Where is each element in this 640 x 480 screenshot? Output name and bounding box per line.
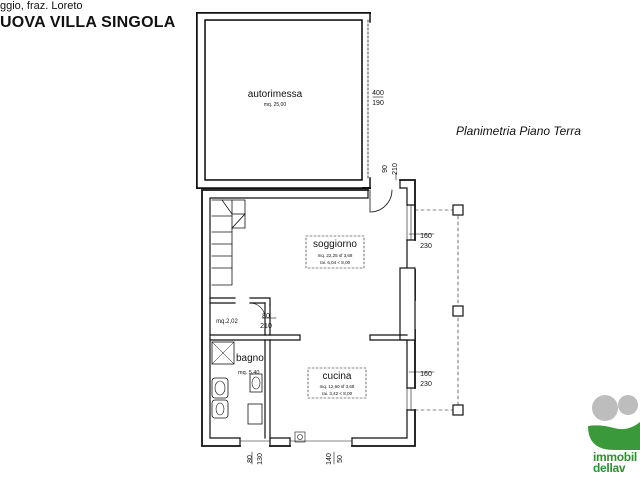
bath-window-height: 130 (257, 453, 264, 465)
pillar-top (452, 204, 464, 216)
kitchen-window-width: 140 (326, 453, 333, 465)
entry-door-height: 210 (392, 163, 399, 175)
bidet (211, 399, 229, 419)
portico (414, 209, 459, 411)
sink-counter (247, 403, 263, 425)
garage-door-height: 190 (372, 100, 384, 107)
window1-height: 230 (420, 243, 432, 250)
autorimessa-label: autorimessa (248, 89, 303, 100)
door-int-height: 210 (260, 323, 272, 330)
cucina-label-box (307, 367, 367, 399)
logo-gray-circle (592, 395, 618, 421)
washbasin (211, 377, 229, 399)
bath-door-swing (249, 302, 266, 319)
bagno-label: bagno (236, 353, 264, 364)
soggiorno-label: soggiorno (313, 239, 357, 250)
disimpegno-area: mq.2,02 (216, 319, 238, 325)
brand-line-2: dellav (593, 461, 626, 475)
logo-green-shape (588, 422, 640, 450)
soggiorno-label-box (305, 235, 365, 269)
shower (211, 341, 235, 365)
garage-outer-wall (196, 12, 371, 189)
garage-door-width: 400 (372, 90, 384, 97)
kitchen-wall (369, 334, 408, 341)
agency-logo (588, 395, 640, 450)
listing-title: UOVA VILLA SINGOLA (0, 14, 176, 31)
bagno-area: mq. 5,40 (238, 370, 259, 376)
wc (249, 373, 263, 393)
house-outer-wall (201, 179, 416, 447)
pillar-mid (452, 305, 464, 317)
partition-walls (209, 297, 271, 306)
location-label: ggio, fraz. Loreto (0, 0, 83, 12)
brand-line-1: immobil (593, 450, 637, 464)
bath-window-width: 80 (247, 455, 254, 463)
soggiorno-area: mq. 22,25 sf 3,68 (318, 253, 353, 258)
house-inner-wall (209, 187, 408, 439)
cucina-label: cucina (323, 371, 352, 382)
entry-door-width: 90 (382, 165, 389, 173)
door-int-width: 80 (262, 313, 270, 320)
window2-width: 160 (420, 371, 432, 378)
plan-subtitle: Planimetria Piano Terra (456, 124, 581, 138)
kitchen-window-height: 50 (337, 455, 344, 463)
cooker (294, 431, 306, 443)
logo-gray-circle-small (618, 395, 638, 415)
pillar-bottom (452, 404, 464, 416)
garage-wall-fill (197, 13, 370, 188)
garage-inner-wall (204, 19, 363, 181)
cucina-ratio: rai. 3,42 < 8,00 (322, 391, 353, 396)
staircase (211, 199, 246, 286)
window1-width: 160 (420, 233, 432, 240)
cucina-area: mq. 12,60 sf 3,68 (320, 384, 355, 389)
agency-brand: immobil dellav (593, 450, 637, 475)
autorimessa-area: mq. 25,00 (264, 102, 286, 108)
soggiorno-ratio: rai. 6,04 < 8,00 (320, 260, 351, 265)
window2-height: 230 (420, 381, 432, 388)
entry-door-swing (369, 189, 393, 213)
